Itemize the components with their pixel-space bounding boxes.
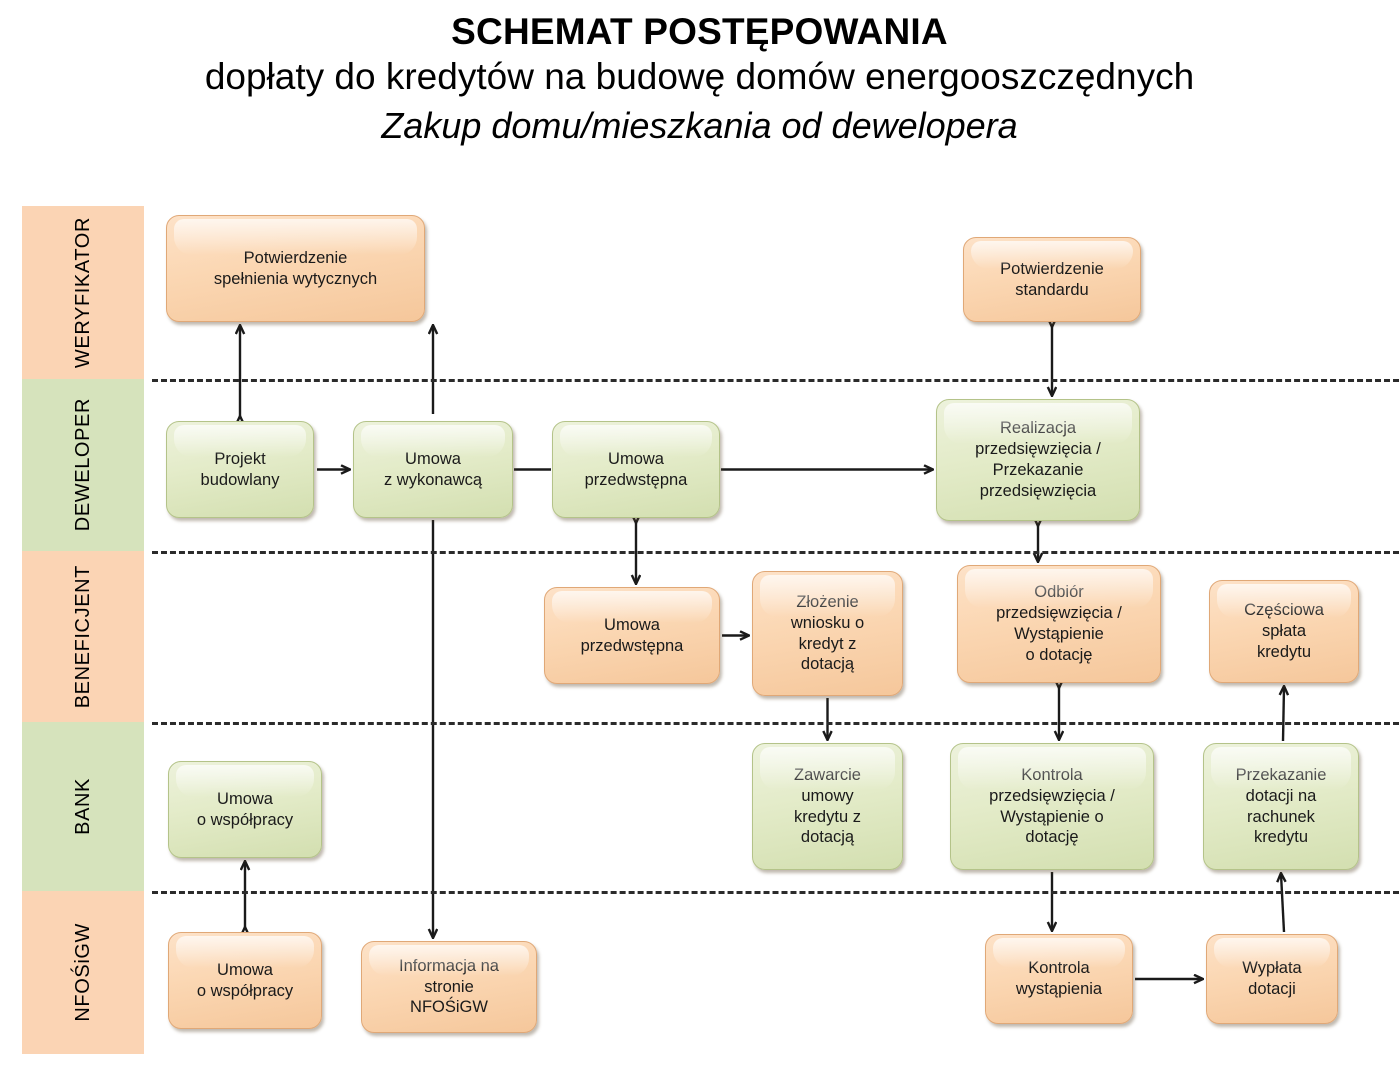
connector-wyplata-przekazanie [1281, 874, 1284, 933]
connector-przekazanie-czesciowa [1283, 687, 1284, 742]
swimlane-bank: BANK [22, 722, 144, 891]
lane-separator-3 [152, 722, 1399, 725]
page-title: SCHEMAT POSTĘPOWANIA dopłaty do kredytów… [0, 0, 1399, 147]
swimlane-nfośigw: NFOŚiGW [22, 891, 144, 1054]
lane-separator-1 [152, 379, 1399, 382]
title-subtitle: dopłaty do kredytów na budowę domów ener… [204, 56, 1195, 98]
lane-separator-4 [152, 891, 1399, 894]
swimlane-weryfikator: WERYFIKATOR [22, 206, 144, 379]
swimlane-deweloper: DEWELOPER [22, 379, 144, 551]
swimlane-beneficjent: BENEFICJENT [22, 551, 144, 722]
title-variant: Zakup domu/mieszkania od dewelopera [381, 105, 1018, 147]
title-main: SCHEMAT POSTĘPOWANIA [451, 11, 948, 52]
lane-separator-2 [152, 551, 1399, 554]
